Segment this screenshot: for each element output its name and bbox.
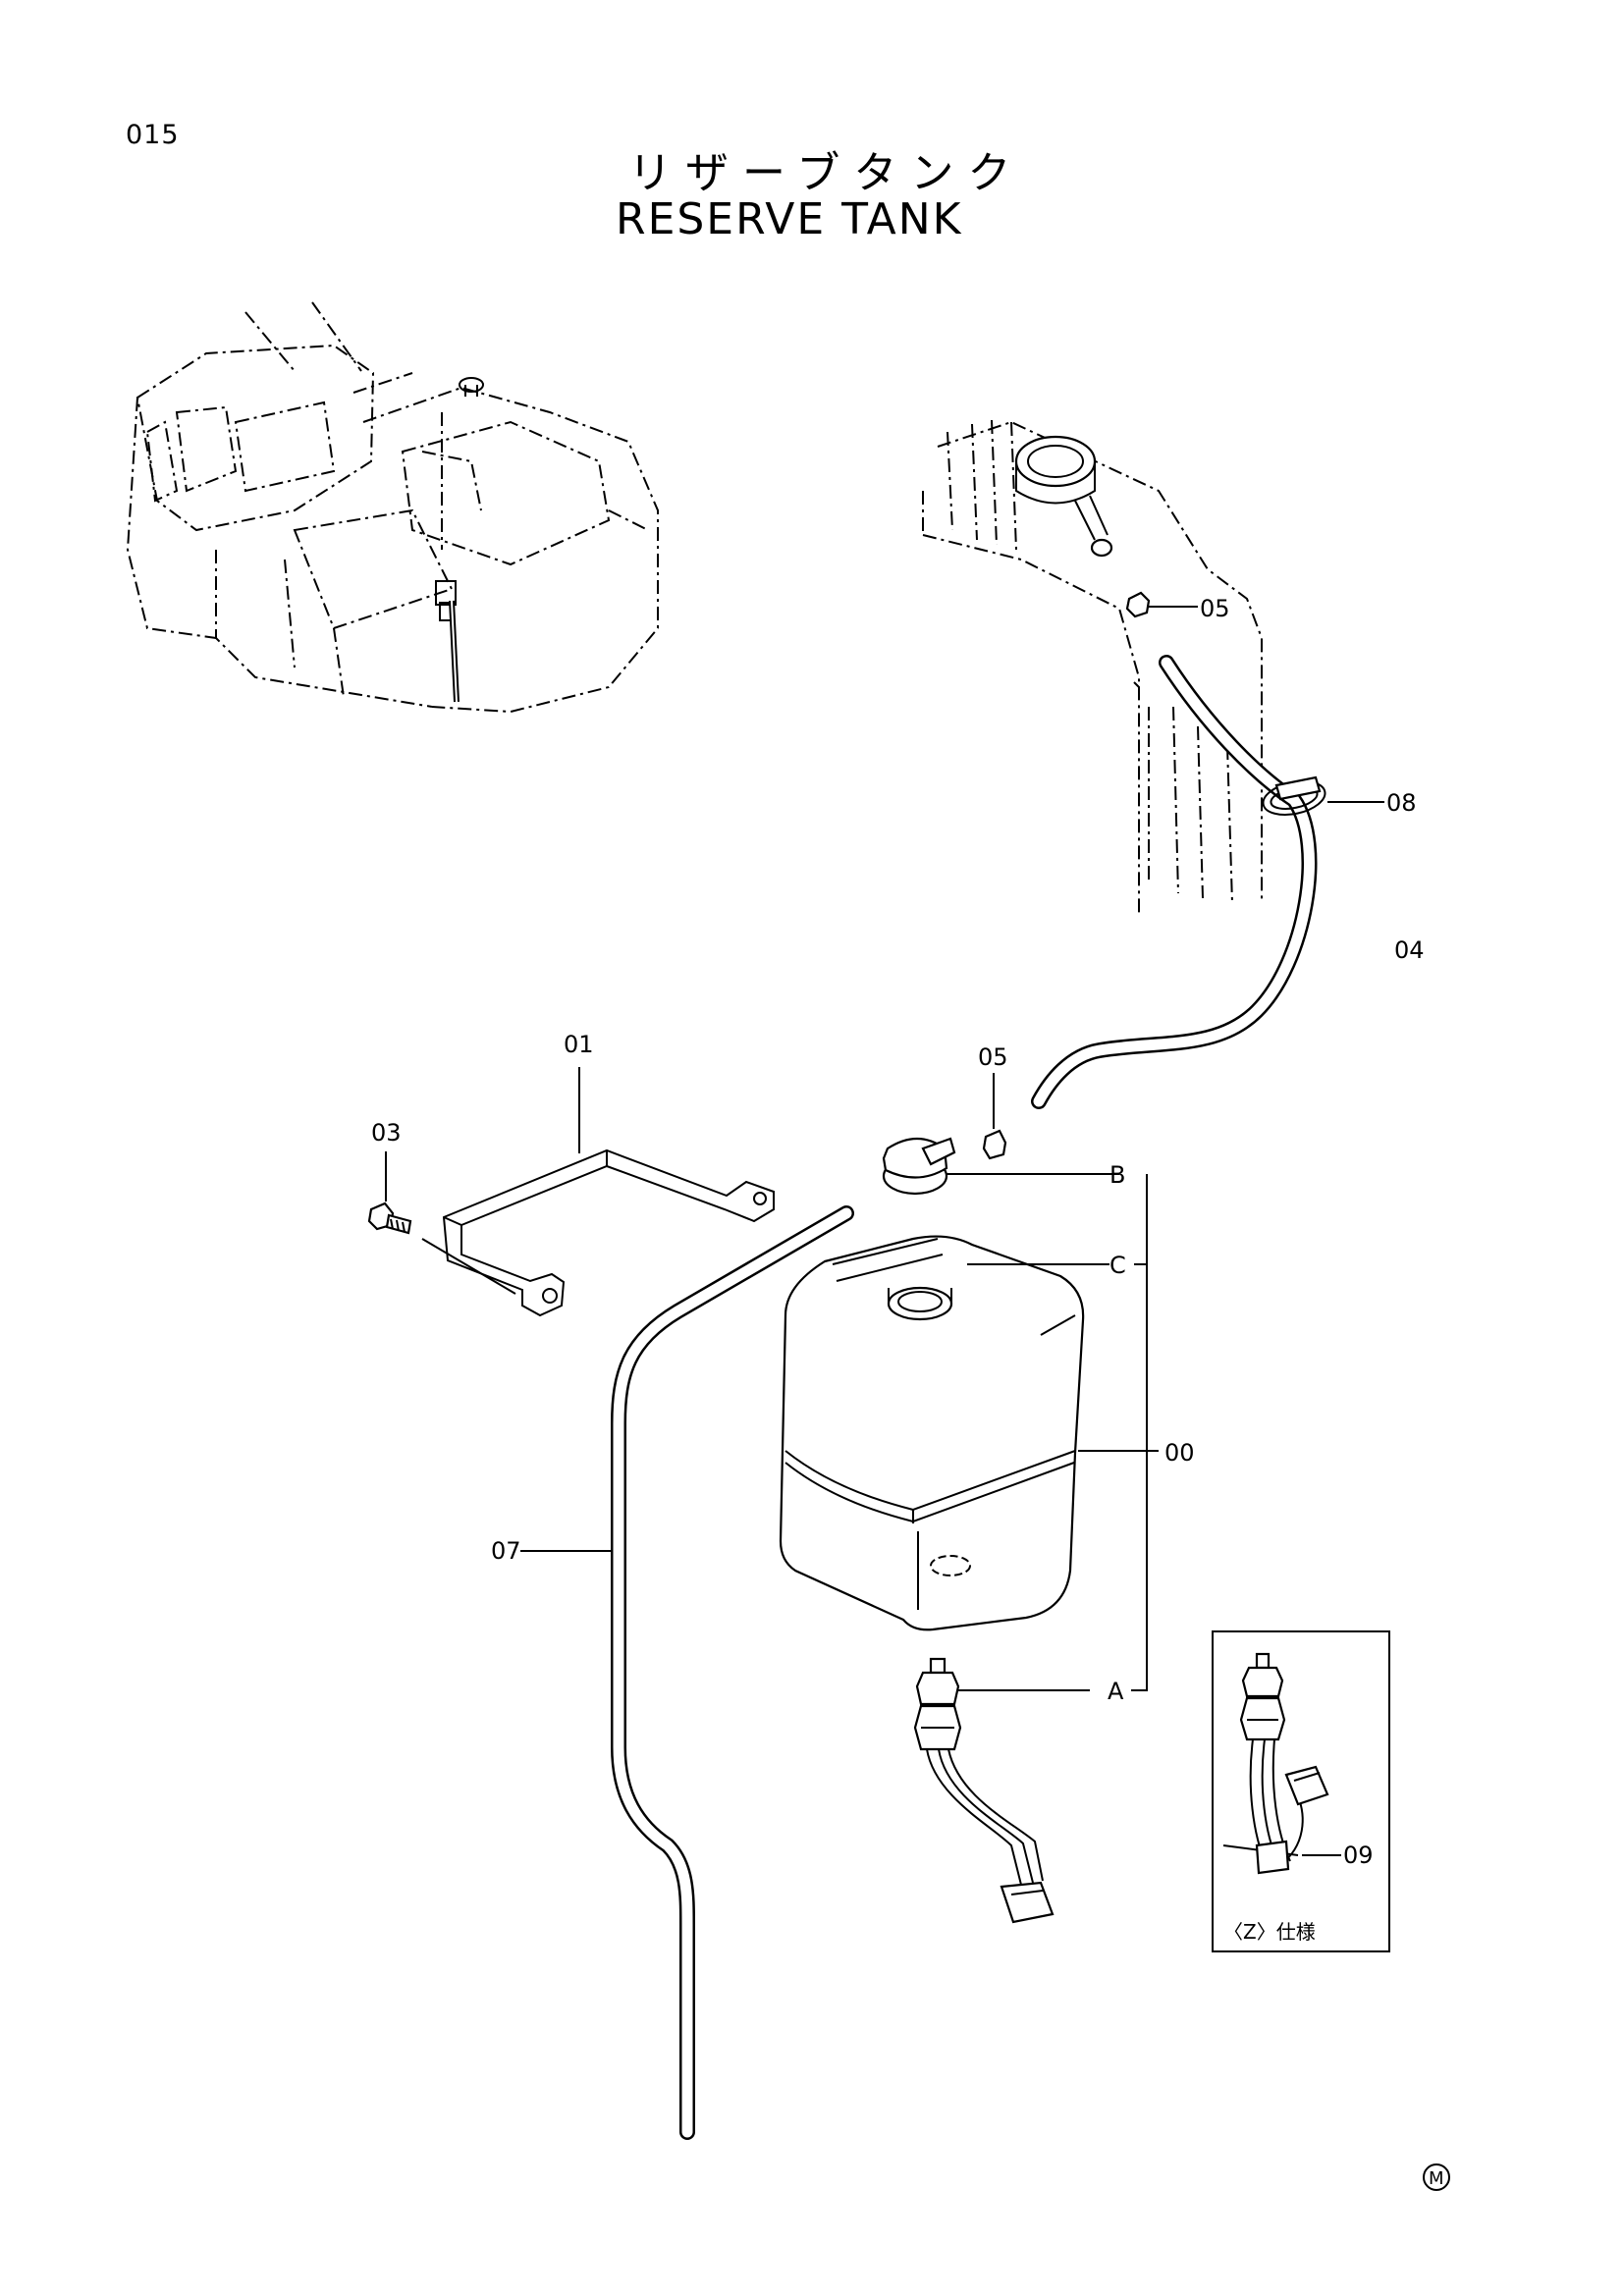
reference-lines bbox=[1131, 1174, 1159, 1691]
callout-03: 03 bbox=[371, 1119, 402, 1147]
reference-a: A bbox=[1108, 1678, 1124, 1705]
hose-clamp bbox=[1262, 775, 1384, 817]
callout-07: 07 bbox=[491, 1537, 521, 1565]
callout-05-upper: 05 bbox=[1200, 595, 1230, 622]
callout-09: 09 bbox=[1343, 1842, 1374, 1869]
reserve-tank bbox=[779, 1235, 1151, 1631]
bracket bbox=[442, 1067, 775, 1317]
page-number: 015 bbox=[126, 120, 180, 150]
radiator-assembly bbox=[922, 419, 1263, 913]
corner-mark: M bbox=[1423, 2163, 1450, 2191]
z-spec-inset bbox=[1212, 1630, 1390, 1952]
callout-05-lower: 05 bbox=[978, 1043, 1008, 1071]
small-cap bbox=[982, 1073, 1007, 1160]
corner-mark-letter: M bbox=[1429, 2168, 1444, 2189]
overflow-hose bbox=[1031, 655, 1318, 1109]
drain-tube bbox=[520, 1205, 854, 2140]
callout-00: 00 bbox=[1164, 1439, 1195, 1467]
reference-b: B bbox=[1109, 1161, 1125, 1189]
callout-08: 08 bbox=[1386, 789, 1417, 817]
callout-04: 04 bbox=[1394, 936, 1425, 964]
bolt bbox=[367, 1151, 516, 1295]
page-title-japanese: リザーブタンク bbox=[628, 148, 1025, 198]
level-sensor bbox=[913, 1657, 1090, 1924]
excavator-overview bbox=[126, 301, 659, 714]
callout-01: 01 bbox=[564, 1031, 594, 1058]
reference-c: C bbox=[1109, 1252, 1126, 1279]
inset-caption: 〈Z〉仕様 bbox=[1223, 1920, 1316, 1944]
page-title-english: RESERVE TANK bbox=[616, 194, 963, 244]
tank-cap bbox=[882, 1137, 1119, 1196]
